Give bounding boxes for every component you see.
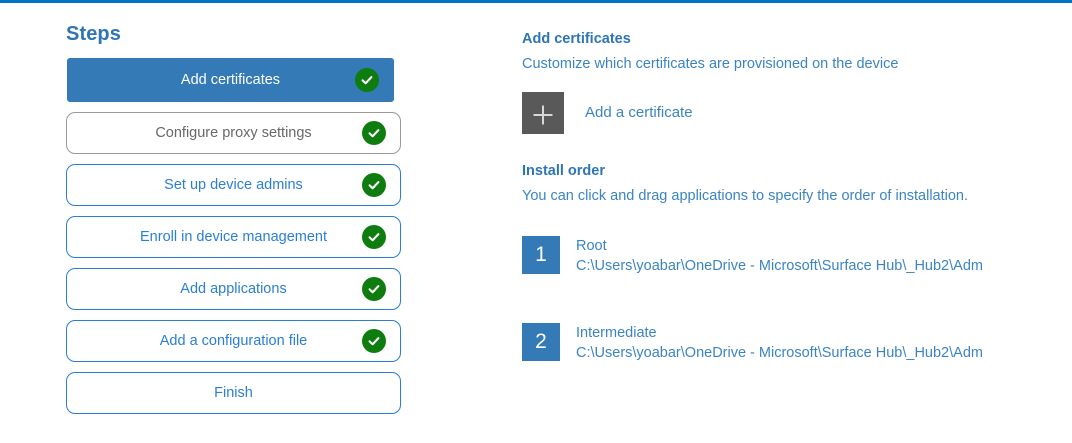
- certificates-description: Customize which certificates are provisi…: [522, 56, 899, 72]
- step-label: Add certificates: [180, 72, 281, 88]
- step-label: Enroll in device management: [140, 229, 327, 245]
- certificate-name: Root: [576, 238, 607, 254]
- check-icon: [362, 277, 386, 301]
- wizard-page: Steps Add certificates Configure proxy s…: [0, 3, 1072, 443]
- step-item-add-certificates[interactable]: Add certificates: [67, 58, 394, 102]
- install-order-section: Install order You can click and drag app…: [522, 162, 1052, 363]
- check-icon: [362, 329, 386, 353]
- certificates-heading: Add certificates: [522, 31, 631, 47]
- step-item-add-a-configuration-file[interactable]: Add a configuration file: [66, 320, 401, 362]
- step-label: Add applications: [180, 281, 287, 297]
- order-number-badge: 1: [522, 236, 560, 274]
- step-item-finish[interactable]: Finish: [66, 372, 401, 414]
- certificate-name: Intermediate: [576, 325, 657, 341]
- check-icon: [362, 121, 386, 145]
- check-icon: [355, 68, 379, 92]
- step-item-enroll-in-device-management[interactable]: Enroll in device management: [66, 216, 401, 258]
- steps-title: Steps: [66, 23, 121, 45]
- step-item-add-applications[interactable]: Add applications: [66, 268, 401, 310]
- add-certificate-link[interactable]: Add a certificate: [585, 104, 693, 121]
- order-number-badge: 2: [522, 323, 560, 361]
- order-item-text: Root C:\Users\yoabar\OneDrive - Microsof…: [576, 236, 983, 276]
- install-order-list: 1 Root C:\Users\yoabar\OneDrive - Micros…: [522, 236, 1052, 363]
- step-item-configure-proxy-settings[interactable]: Configure proxy settings: [66, 112, 401, 154]
- step-item-set-up-device-admins[interactable]: Set up device admins: [66, 164, 401, 206]
- step-label: Add a configuration file: [159, 333, 308, 349]
- install-order-heading: Install order: [522, 163, 605, 179]
- check-icon: [362, 173, 386, 197]
- steps-pane: Steps Add certificates Configure proxy s…: [66, 22, 401, 424]
- plus-icon[interactable]: [522, 92, 564, 134]
- step-label: Finish: [214, 385, 253, 401]
- certificate-path: C:\Users\yoabar\OneDrive - Microsoft\Sur…: [576, 258, 983, 274]
- check-icon: [362, 225, 386, 249]
- list-item[interactable]: 2 Intermediate C:\Users\yoabar\OneDrive …: [522, 323, 1052, 363]
- step-label: Configure proxy settings: [155, 125, 312, 141]
- top-accent-rule: [0, 0, 1072, 3]
- certificates-section: Add certificates Customize which certifi…: [522, 30, 1052, 134]
- step-label: Set up device admins: [164, 177, 303, 193]
- add-certificate-row: Add a certificate: [522, 92, 1052, 134]
- detail-pane: Add certificates Customize which certifi…: [522, 30, 1052, 410]
- install-order-description: You can click and drag applications to s…: [522, 188, 969, 204]
- list-item[interactable]: 1 Root C:\Users\yoabar\OneDrive - Micros…: [522, 236, 1052, 276]
- certificate-path: C:\Users\yoabar\OneDrive - Microsoft\Sur…: [576, 345, 983, 361]
- order-item-text: Intermediate C:\Users\yoabar\OneDrive - …: [576, 323, 983, 363]
